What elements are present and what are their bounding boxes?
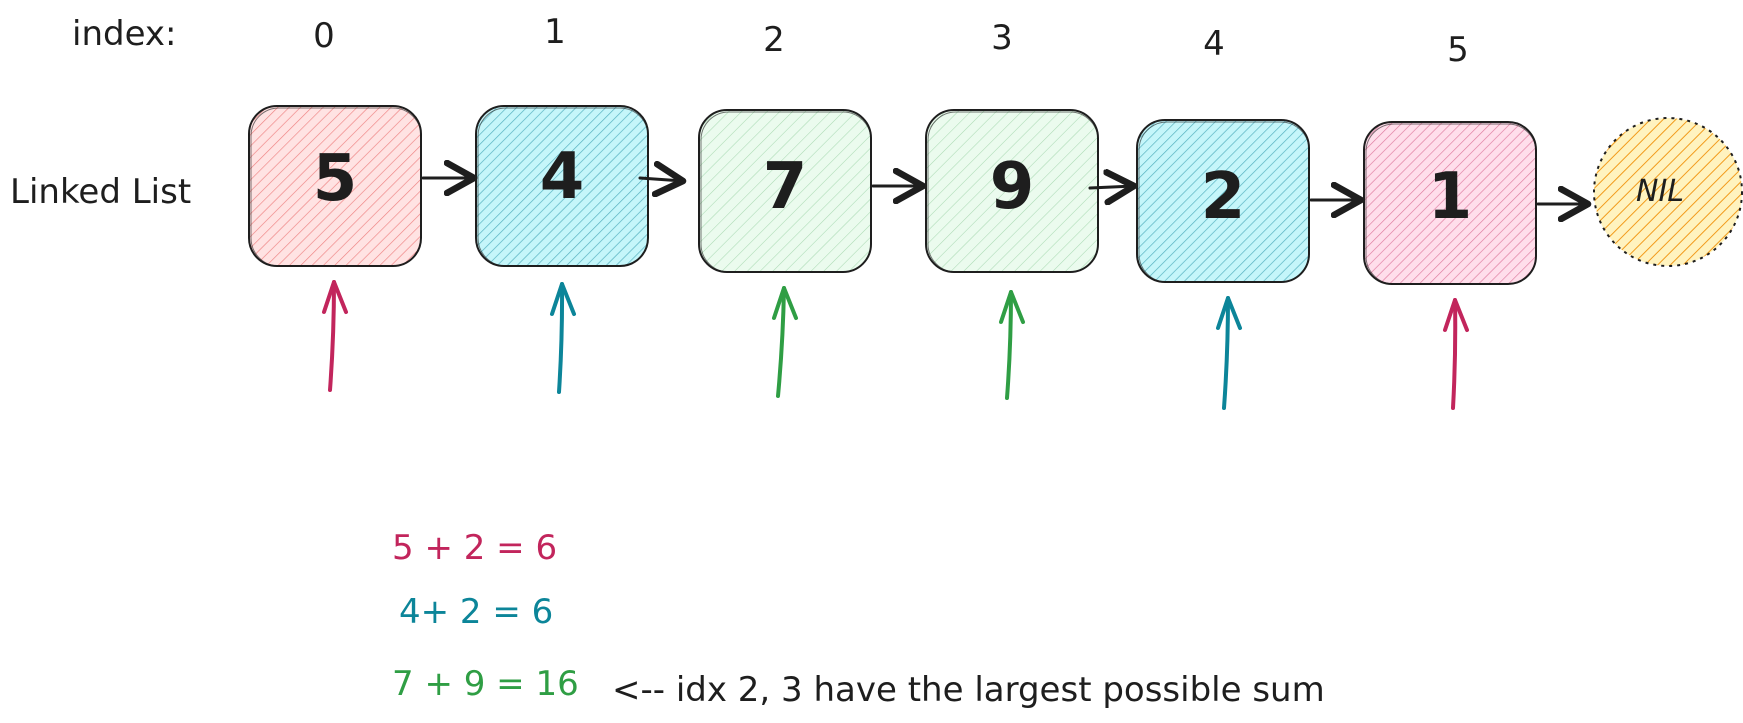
link-arrow-3-4 — [1088, 186, 1134, 188]
node-value-5: 1 — [1427, 160, 1473, 234]
nil-label: NIL — [1636, 174, 1685, 209]
link-arrow-1-2 — [638, 178, 683, 181]
index-label-1: 1 — [544, 12, 566, 52]
sum-line-1: 4+ 2 = 6 — [399, 592, 554, 632]
node-value-3: 9 — [989, 150, 1035, 224]
node-0 — [248, 105, 422, 267]
node-value-1: 4 — [539, 140, 585, 214]
link-arrows — [421, 178, 1588, 204]
linked-list-label: Linked List — [10, 172, 192, 212]
node-4 — [1136, 119, 1310, 283]
node-value-4: 2 — [1200, 160, 1246, 234]
largest-sum-note: <-- idx 2, 3 have the largest possible s… — [612, 670, 1325, 710]
pointer-arrow-1 — [550, 282, 576, 394]
nil-node — [1593, 117, 1743, 267]
index-label-3: 3 — [991, 18, 1013, 58]
pointer-arrow-4 — [1216, 296, 1242, 410]
pointer-arrow-0 — [322, 280, 348, 392]
index-label-0: 0 — [313, 16, 335, 56]
index-label-2: 2 — [763, 20, 785, 60]
pointer-arrow-5 — [1443, 298, 1469, 410]
index-row-label: index: — [72, 14, 177, 54]
node-2 — [698, 109, 872, 273]
sum-line-2: 7 + 9 = 16 — [392, 664, 579, 704]
index-label-5: 5 — [1447, 30, 1469, 70]
node-value-0: 5 — [312, 142, 358, 216]
sum-line-0: 5 + 2 = 6 — [392, 528, 558, 568]
pointer-arrow-2 — [772, 286, 798, 398]
pointer-arrow-3 — [999, 290, 1025, 400]
pointer-arrows — [322, 280, 1469, 410]
index-label-4: 4 — [1203, 24, 1225, 64]
node-value-2: 7 — [762, 150, 808, 224]
